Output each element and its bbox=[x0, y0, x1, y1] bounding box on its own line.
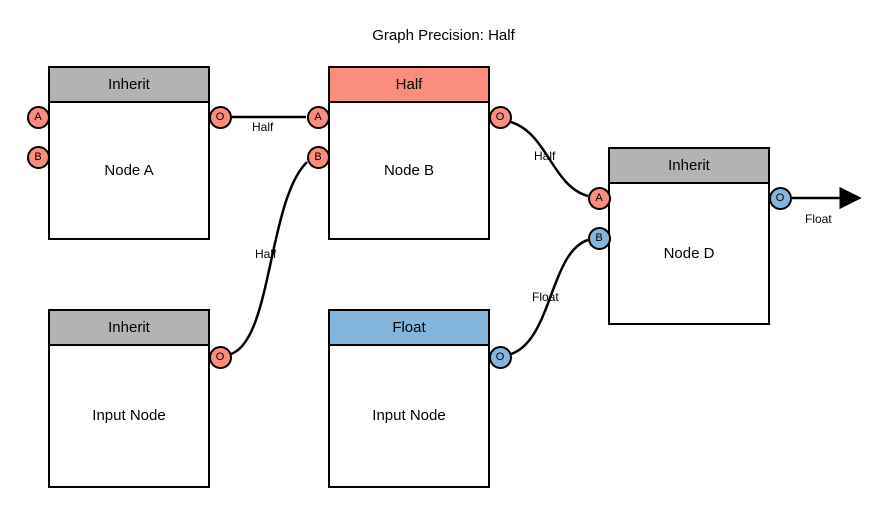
port-b-in-b[interactable]: B bbox=[306, 145, 330, 169]
port-b-out-o[interactable]: O bbox=[488, 105, 512, 129]
port-d-out-o[interactable]: O bbox=[768, 186, 792, 210]
node-label-input-node-left: Input Node bbox=[92, 407, 166, 424]
edge-label-edge-inputleft-to-b: Half bbox=[255, 247, 277, 261]
node-label-input-node-middle: Input Node bbox=[372, 407, 446, 424]
edge-label-edge-a-to-b: Half bbox=[252, 120, 274, 134]
port-inl-out-o[interactable]: O bbox=[208, 345, 232, 369]
edge-label-edge-b-to-d: Half bbox=[534, 149, 556, 163]
port-d-in-a[interactable]: A bbox=[587, 186, 611, 210]
edge-label-edge-d-output: Float bbox=[805, 212, 832, 226]
port-a-in-b[interactable]: B bbox=[26, 145, 50, 169]
edge-label-edge-inputmiddle-to-d: Float bbox=[532, 290, 559, 304]
port-b-in-a[interactable]: A bbox=[306, 105, 330, 129]
node-header-node-d[interactable]: Inherit bbox=[610, 149, 768, 184]
node-header-input-node-middle[interactable]: Float bbox=[330, 311, 488, 346]
port-inm-out-o[interactable]: O bbox=[488, 345, 512, 369]
port-d-in-b[interactable]: B bbox=[587, 226, 611, 250]
node-label-node-b: Node B bbox=[383, 161, 435, 179]
page-title: Graph Precision: Half bbox=[372, 27, 515, 44]
port-a-out-o[interactable]: O bbox=[208, 105, 232, 129]
node-label-node-d: Node D bbox=[663, 244, 715, 262]
node-label-node-a: Node A bbox=[104, 161, 154, 179]
edge-edge-b-to-d bbox=[510, 120, 589, 198]
edge-edge-inputmiddle-to-d bbox=[510, 238, 589, 356]
node-header-node-b[interactable]: Half bbox=[330, 68, 488, 103]
node-header-node-a[interactable]: Inherit bbox=[50, 68, 208, 103]
edge-edge-inputleft-to-b bbox=[230, 161, 308, 356]
port-a-in-a[interactable]: A bbox=[26, 105, 50, 129]
node-header-input-node-left[interactable]: Inherit bbox=[50, 311, 208, 346]
